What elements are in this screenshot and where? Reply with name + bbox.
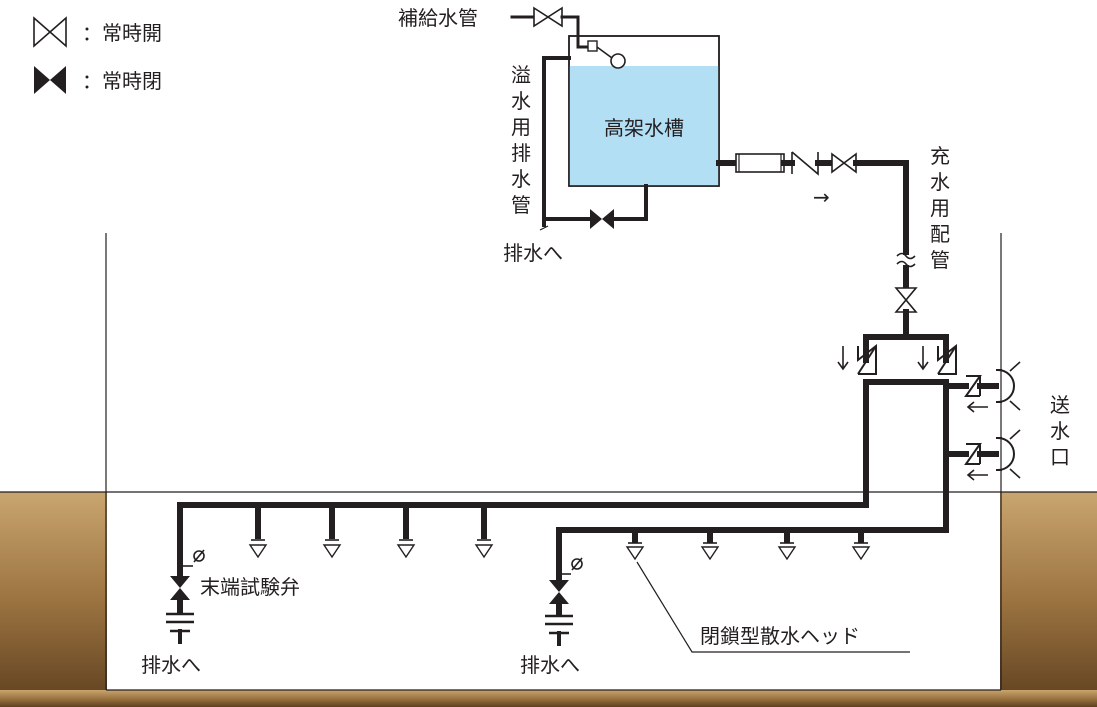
tank-water (569, 66, 719, 186)
supply-pipe (510, 6, 626, 69)
pressure-gauge-icon (571, 558, 583, 570)
overflow-closed-valve-icon (590, 209, 614, 229)
branch-pipe-2 (556, 527, 949, 577)
sprinkler-heads (248, 539, 871, 561)
tank-check-valve-icon (791, 151, 819, 176)
branch-pipe-1 (177, 502, 869, 569)
legend-closed-label: ：常時閉 (82, 69, 162, 93)
flexible-joint-icon (735, 153, 785, 173)
fill-pipe (716, 151, 918, 339)
svg-text:充: 充 (930, 144, 950, 168)
open-valve-legend-icon (33, 16, 67, 48)
sprinkler-label-leader (636, 561, 910, 653)
legend: ：常時開 ：常時閉 (33, 16, 162, 94)
end-test-valve-middle (545, 557, 583, 646)
inlet-coupling-icon-lower (997, 437, 1015, 471)
building-outline (0, 233, 1097, 691)
sprinkler-head-icon (851, 546, 871, 561)
inlet-coupling-icon-upper (997, 369, 1015, 403)
sprinkler-head-icon (396, 544, 416, 559)
svg-text:水: 水 (511, 89, 531, 113)
ground-bottom (0, 690, 1097, 707)
fire-inlet-upper (943, 361, 1021, 413)
float-ball-icon (610, 53, 626, 69)
sprinkler-head-icon (625, 546, 645, 561)
inlet-label: 送 水 口 (1050, 393, 1070, 469)
riser-open-valve-icon (894, 287, 918, 302)
svg-text:排: 排 (511, 141, 531, 165)
svg-text:管: 管 (930, 248, 950, 272)
svg-text:用: 用 (511, 115, 531, 139)
pipe-break-icon (896, 252, 916, 260)
end-test-valve-label: 末端試験弁 (200, 575, 300, 599)
fill-open-valve-icon (831, 152, 846, 174)
closed-valve-legend-icon (34, 66, 66, 94)
sprinkler-head-icon (248, 544, 268, 559)
sprinkler-head-icon (474, 544, 494, 559)
svg-text:水: 水 (1050, 419, 1070, 443)
check-valve-icon-left (837, 343, 877, 375)
pressure-gauge-icon (193, 550, 205, 562)
overflow-drain-pipe (539, 56, 648, 231)
overflow-pipe-label: 溢 水 用 排 水 管 (511, 63, 531, 217)
ground-left (0, 492, 107, 707)
sprinkler-head-label: 閉鎖型散水ヘッド (700, 624, 860, 648)
fire-inlet-lower (943, 429, 1021, 481)
fill-pipe-label: 充 水 用 配 管 (930, 144, 950, 272)
ground-right (1000, 492, 1097, 707)
sprinkler-head-icon (777, 546, 797, 561)
supply-open-valve-icon (533, 6, 550, 28)
end-test-valve-left (166, 549, 205, 644)
drain-label-middle: 排水へ (520, 653, 580, 677)
ball-tap-valve-icon (587, 40, 598, 52)
sprinkler-head-icon (700, 546, 720, 561)
svg-text:水: 水 (511, 167, 531, 191)
drain-label-left: 排水へ (141, 653, 201, 677)
tank-label: 高架水槽 (604, 116, 684, 140)
tank-drain-label: 排水へ (503, 241, 563, 265)
svg-text:配: 配 (930, 222, 950, 246)
flow-direction-arrow: → (813, 185, 830, 209)
svg-text:管: 管 (511, 193, 531, 217)
supply-pipe-label: 補給水管 (398, 6, 478, 30)
svg-text:用: 用 (930, 196, 950, 220)
legend-open-label: ：常時開 (82, 21, 162, 45)
svg-text:溢: 溢 (511, 63, 531, 87)
svg-text:水: 水 (930, 170, 950, 194)
svg-text:送: 送 (1050, 393, 1070, 417)
svg-text:口: 口 (1050, 445, 1070, 469)
check-valve-icon-right (917, 343, 957, 375)
end-test-closed-valve-icon-middle (549, 580, 569, 604)
sprinkler-head-icon (322, 544, 342, 559)
elevated-water-tank: 高架水槽 (568, 35, 720, 187)
end-test-closed-valve-icon-left (170, 576, 190, 600)
